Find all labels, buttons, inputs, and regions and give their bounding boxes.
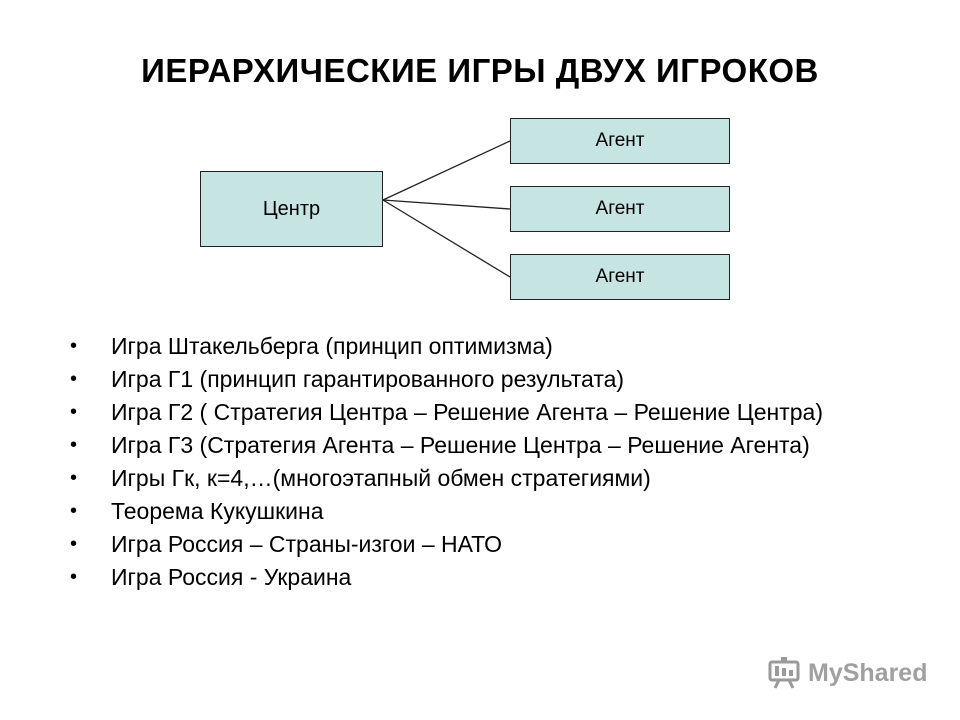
list-item: • Игра Г3 (Стратегия Агента – Решение Це… [70,432,890,458]
bullet-list: • Игра Штакельберга (принцип оптимизма) … [70,333,890,597]
list-item: • Игра Г1 (принцип гарантированного резу… [70,366,890,392]
agent-node-2: Агент [510,186,730,232]
bullet-icon: • [70,467,78,489]
bullet-icon: • [70,434,78,456]
list-item-text: Игры Гк, к=4,…(многоэтапный обмен страте… [111,465,651,491]
list-item-text: Игра Россия - Украина [111,564,352,590]
list-item-text: Теорема Кукушкина [111,498,324,524]
agent-node-label: Агент [595,130,645,151]
list-item-text: Игра Штакельберга (принцип оптимизма) [111,333,553,359]
list-item: • Игра Россия – Страны-изгои – НАТО [70,531,890,557]
connector-lines [382,140,511,278]
list-item-text: Игра Г2 ( Стратегия Центра – Решение Аге… [111,399,823,425]
connector-line-agent-1 [382,140,511,201]
list-item: • Игра Россия - Украина [70,564,890,590]
bullet-icon: • [70,500,78,522]
hierarchy-diagram: Центр Агент Агент Агент [0,0,960,320]
list-item-text: Игра Г3 (Стратегия Агента – Решение Цент… [111,432,810,458]
list-item: • Игра Г2 ( Стратегия Центра – Решение А… [70,399,890,425]
center-node-label: Центр [262,197,321,220]
list-item: • Теорема Кукушкина [70,498,890,524]
agent-node-label: Агент [595,198,645,219]
agent-node-3: Агент [510,254,730,300]
list-item: • Игры Гк, к=4,…(многоэтапный обмен стра… [70,465,890,491]
bullet-icon: • [70,533,78,555]
bullet-icon: • [70,368,78,390]
list-item-text: Игра Россия – Страны-изгои – НАТО [111,531,503,557]
bullet-icon: • [70,566,78,588]
connector-line-agent-2 [382,199,511,210]
myshared-watermark[interactable]: MyShared [766,653,927,693]
list-item-text: Игра Г1 (принцип гарантированного резуль… [111,366,625,392]
agent-node-1: Агент [510,118,730,164]
connector-line-agent-3 [382,199,511,278]
list-item: • Игра Штакельберга (принцип оптимизма) [70,333,890,359]
slide-title: ИЕРАРХИЧЕСКИЕ ИГРЫ ДВУХ ИГРОКОВ [141,52,819,89]
center-node: Центр [200,171,383,247]
bullet-icon: • [70,335,78,357]
presentation-board-icon [768,657,800,689]
watermark-text: MyShared [808,658,928,687]
bullet-icon: • [70,401,78,423]
agent-node-label: Агент [595,266,645,287]
